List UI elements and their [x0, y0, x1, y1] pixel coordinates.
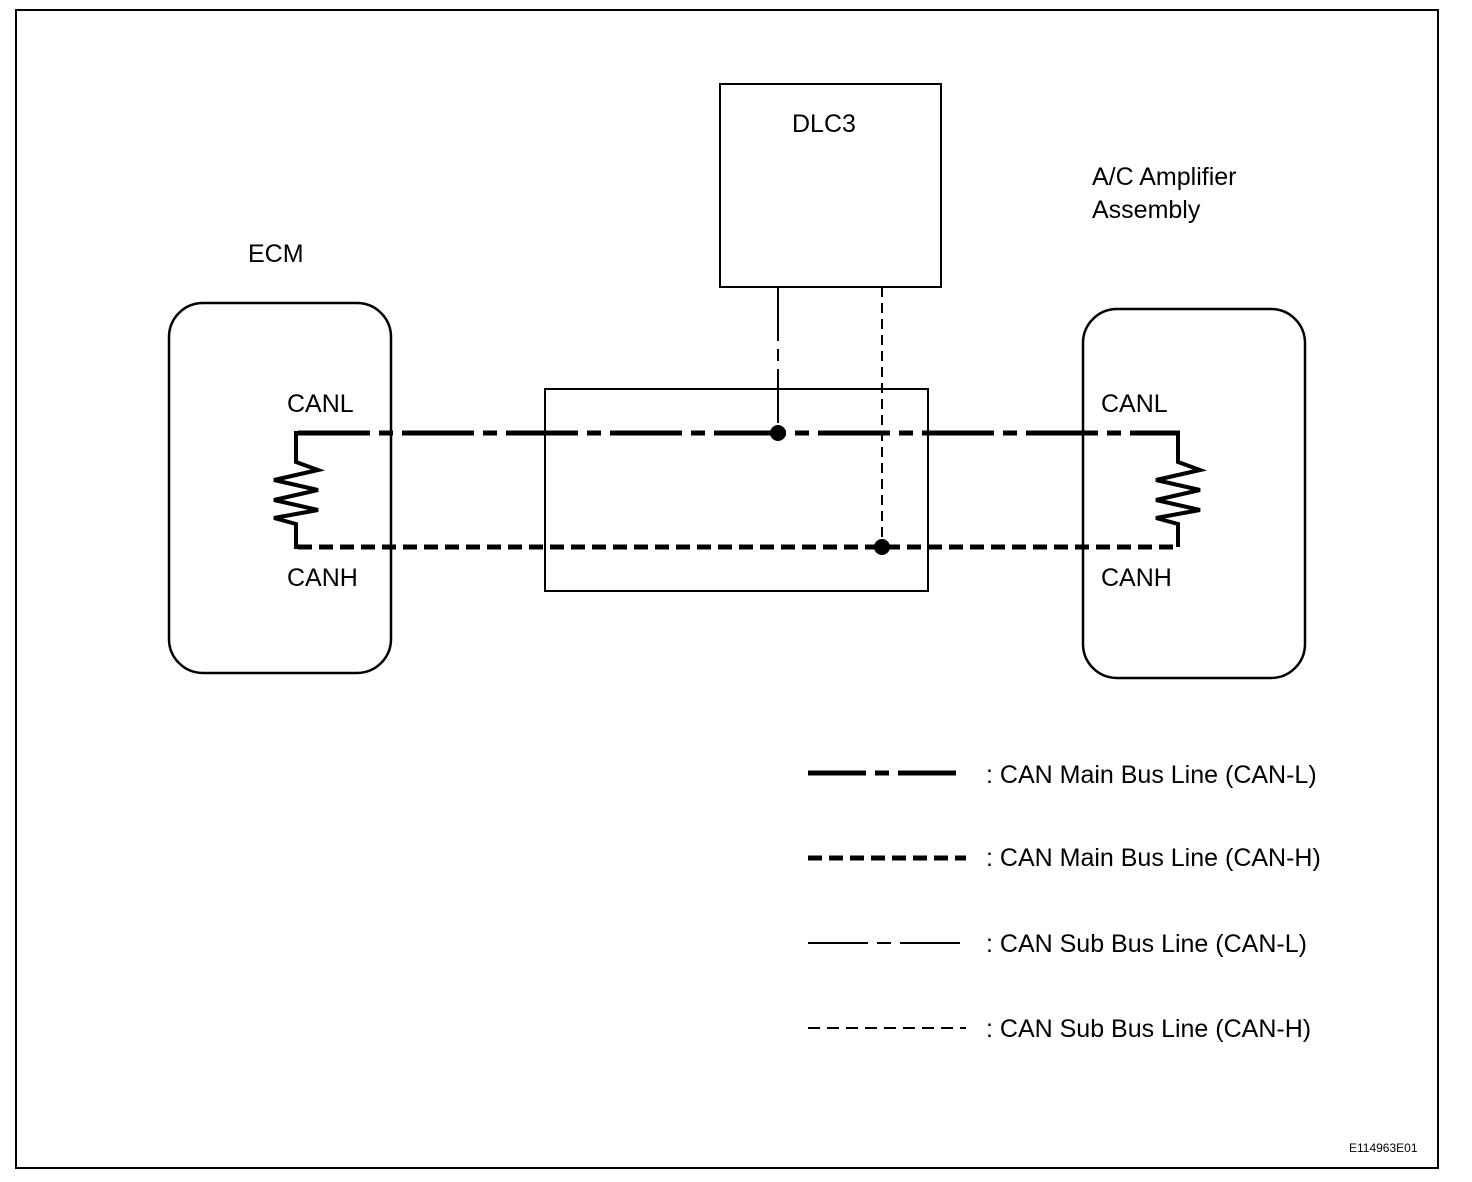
dlc3-label: DLC3 [792, 110, 856, 138]
ac-amplifier-label-line1: A/C Amplifier [1092, 163, 1236, 191]
canh-junction-dot [874, 539, 890, 555]
ac-terminal-resistor [1155, 433, 1208, 547]
ecm-box [167, 301, 393, 675]
legend-label-sub-l: : CAN Sub Bus Line (CAN-L) [986, 930, 1307, 958]
ecm-terminal-resistor [273, 433, 326, 547]
junction-connector-box [544, 388, 929, 592]
ecm-canh-label: CANH [287, 564, 358, 592]
ecm-canl-label: CANL [287, 390, 354, 418]
ac-amplifier-label-line2: Assembly [1092, 196, 1201, 224]
ac-canh-label: CANH [1101, 564, 1172, 592]
ac-canl-label: CANL [1101, 390, 1168, 418]
ecm-label: ECM [248, 240, 304, 268]
outer-frame [15, 9, 1439, 1169]
legend: : CAN Main Bus Line (CAN-L) : CAN Main B… [808, 761, 1321, 1043]
legend-label-sub-h: : CAN Sub Bus Line (CAN-H) [986, 1015, 1311, 1043]
canl-junction-dot [770, 425, 786, 441]
legend-label-main-l: : CAN Main Bus Line (CAN-L) [986, 761, 1317, 789]
ac-amplifier-box [1081, 307, 1307, 680]
dlc3-box [719, 83, 942, 288]
figure-code: E114963E01 [1349, 1141, 1418, 1155]
legend-label-main-h: : CAN Main Bus Line (CAN-H) [986, 844, 1321, 872]
